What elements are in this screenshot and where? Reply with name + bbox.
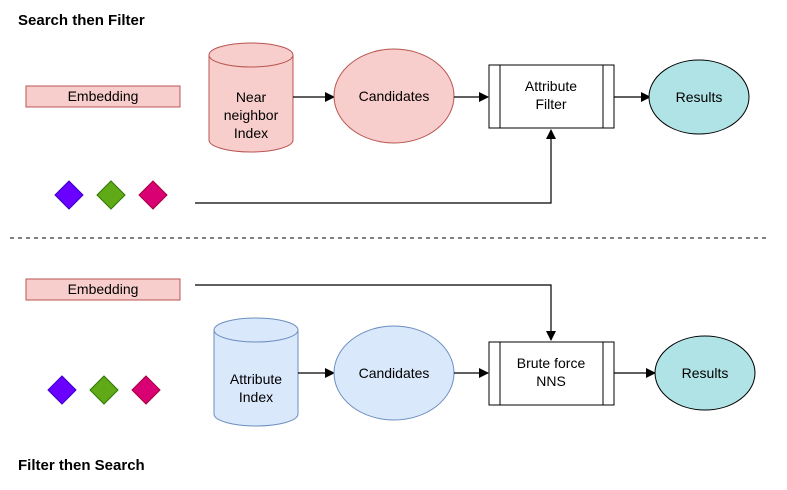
bottom-nns-label-line2: NNS [536,373,566,389]
top-index-label-line2: neighbor [224,107,279,123]
bottom-diamond-green [89,375,119,405]
bottom-brute-force-nns-box: Brute force NNS [488,341,615,406]
bottom-embedding-label: Embedding [68,281,139,297]
bottom-index-label-line2: Index [239,389,273,405]
top-attribute-filter-box: Attribute Filter [488,64,615,129]
top-attribute-diamonds [54,180,168,210]
bottom-results-label: Results [682,365,729,381]
bottom-results-ellipse: Results [654,335,756,411]
top-results-ellipse: Results [648,59,750,135]
top-diamond-green [96,180,126,210]
bottom-nns-label-line1: Brute force [517,355,586,371]
bottom-candidates-ellipse: Candidates [333,325,455,421]
top-embedding-box: Embedding [25,85,181,108]
bottom-attribute-index-cylinder: Attribute Index [213,317,299,427]
bottom-index-label-line1: Attribute [230,371,282,387]
top-filter-label-line1: Attribute [525,78,577,94]
top-arrow-attributes-to-filter [195,129,556,204]
bottom-candidates-label: Candidates [359,365,430,381]
top-diamond-pink [138,180,168,210]
top-filter-label-line2: Filter [535,96,566,112]
top-index-label-line1: Near [236,89,267,105]
top-diamond-purple [54,180,84,210]
top-candidates-label: Candidates [359,88,430,104]
top-embedding-label: Embedding [68,88,139,104]
top-index-label-line3: Index [234,125,268,141]
bottom-diamond-pink [131,375,161,405]
bottom-diamond-purple [47,375,77,405]
top-results-label: Results [676,89,723,105]
top-candidates-ellipse: Candidates [333,48,455,144]
bottom-section-title: Filter then Search [18,457,145,474]
bottom-attribute-diamonds [47,375,161,405]
bottom-embedding-box: Embedding [25,278,181,301]
top-section-title: Search then Filter [18,12,145,29]
top-near-neighbor-index-cylinder: Near neighbor Index [208,42,294,153]
bottom-arrow-embedding-to-nns [195,284,556,341]
